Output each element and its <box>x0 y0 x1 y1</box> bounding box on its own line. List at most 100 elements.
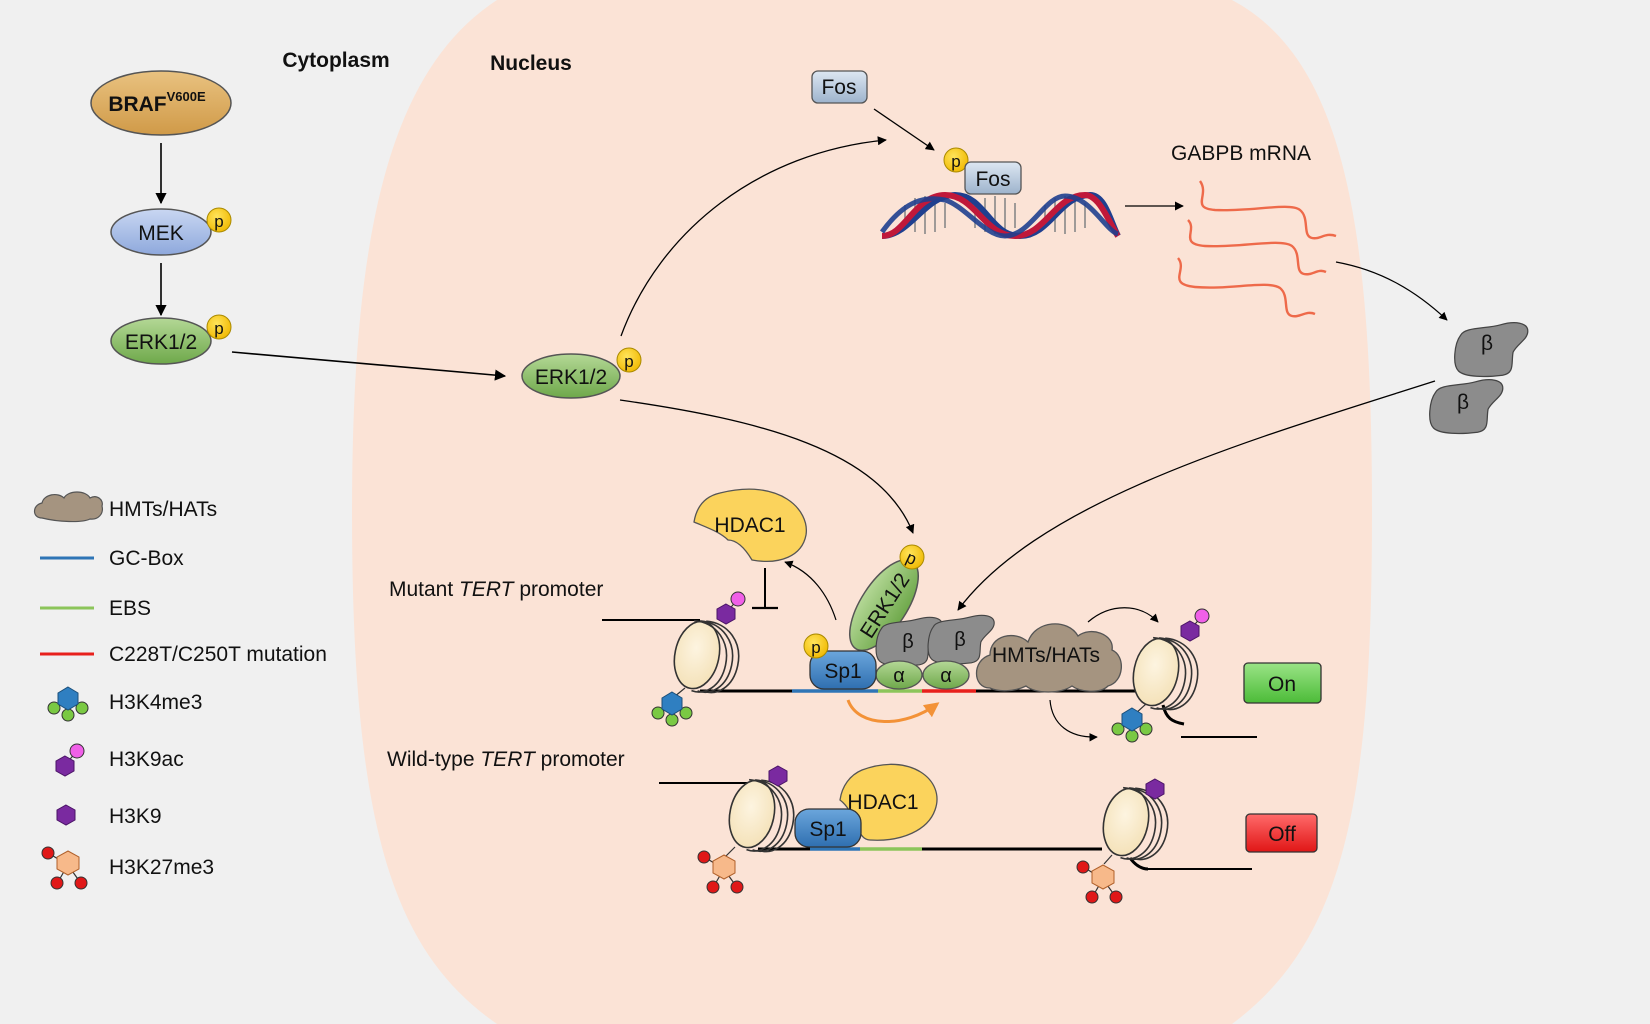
h3k27me3-mark-wildtype-left <box>697 846 744 894</box>
beta-bound-label-1: β <box>902 631 914 653</box>
h3k9-mark-wildtype-left <box>768 765 788 787</box>
legend-h3k27me3-icon <box>41 846 88 890</box>
status-off-badge: Off <box>1245 813 1318 853</box>
fos-bound-node: p Fos <box>943 147 1022 195</box>
legend-ebs-label: EBS <box>109 597 151 620</box>
hdac1-release-arrow <box>784 560 837 621</box>
sp1-phospho-badge: p <box>811 638 820 657</box>
hdac1-released-node: HDAC1 <box>693 488 807 562</box>
mek-node: MEK p <box>110 207 232 256</box>
erk-cytoplasm-phospho-badge: p <box>214 319 223 338</box>
hmts-hats-complex: HMTs/HATs <box>976 623 1122 693</box>
legend: HMTs/HATs GC-Box EBS C228T/C250T mutatio… <box>33 491 327 890</box>
legend-mutation-label: C228T/C250T mutation <box>109 643 327 666</box>
erk-cytoplasm-node: ERK1/2 p <box>110 314 232 365</box>
mutant-gene: TERT <box>459 578 516 601</box>
h3k4me3-mark-mutant-left <box>651 687 693 727</box>
histone-modification-arrow <box>1049 699 1098 742</box>
fos-free-node: Fos <box>811 70 868 104</box>
wildtype-promoter-label: Wild-type TERT promoter <box>387 748 625 771</box>
translation-arrow <box>1335 261 1448 321</box>
mek-label: MEK <box>138 222 184 245</box>
legend-h3k9ac-icon <box>55 743 85 777</box>
legend-item-ebs: EBS <box>40 597 151 620</box>
legend-h3k9ac-label: H3K9ac <box>109 748 184 771</box>
gabpa-subunit-1: α <box>875 660 923 690</box>
wildtype-prefix: Wild-type <box>387 748 480 771</box>
erk-nucleus-phospho-badge: p <box>624 352 633 371</box>
legend-h3k9-icon <box>56 804 76 826</box>
braf-mutation-superscript: V600E <box>167 89 206 104</box>
erk-nucleus-label: ERK1/2 <box>535 366 607 389</box>
h3k4me3-mark-mutant-right <box>1111 703 1153 743</box>
wildtype-suffix: promoter <box>535 748 625 771</box>
legend-h3k4me3-icon <box>47 686 89 722</box>
dna-helix <box>879 191 1121 240</box>
legend-h3k9-label: H3K9 <box>109 805 162 828</box>
legend-item-gc-box: GC-Box <box>40 547 184 570</box>
hdac1-bound-node: HDAC1 <box>839 763 938 841</box>
nucleus-compartment <box>352 0 1372 1024</box>
legend-item-h3k9ac: H3K9ac <box>55 743 184 777</box>
fos-free-label: Fos <box>821 76 856 99</box>
alpha-label-1: α <box>893 665 905 687</box>
beta-bound-label-2: β <box>954 629 966 651</box>
fos-bound-label: Fos <box>975 168 1010 191</box>
erk-cytoplasm-label: ERK1/2 <box>125 331 197 354</box>
h3k27me3-mark-wildtype-right <box>1076 854 1123 904</box>
legend-hmts-cloud-icon <box>33 491 103 523</box>
legend-item-h3k4me3: H3K4me3 <box>47 686 202 722</box>
beta-to-promoter-arrow <box>957 380 1436 611</box>
legend-hmts-hats-label: HMTs/HATs <box>109 498 217 521</box>
alpha-label-2: α <box>940 665 952 687</box>
mek-phospho-badge: p <box>214 212 223 231</box>
gabpb-bound-2: β <box>927 614 995 665</box>
hdac1-inhibition-bar <box>752 568 778 610</box>
gabpb-bound-1: β <box>875 616 943 667</box>
braf-label: BRAF <box>108 93 166 116</box>
mutant-suffix: promoter <box>514 578 604 601</box>
sp1-recruitment-arrow <box>846 699 940 723</box>
hdac1-released-label: HDAC1 <box>714 514 785 537</box>
braf-node: BRAFV600E <box>90 70 232 136</box>
svg-text:BRAFV600E: BRAFV600E <box>108 89 206 116</box>
mutant-promoter-label: Mutant TERT promoter <box>389 578 603 601</box>
gabpb-subunit-1: β <box>1454 322 1529 378</box>
fos-binding-arrow <box>873 108 935 151</box>
status-off-label: Off <box>1268 823 1296 846</box>
sp1-mutant-node: Sp1 p <box>803 633 877 690</box>
legend-item-h3k27me3: H3K27me3 <box>41 846 214 890</box>
hdac1-bound-label: HDAC1 <box>847 791 918 814</box>
wildtype-gene: TERT <box>480 748 537 771</box>
gabpb-subunit-2: β <box>1429 379 1504 435</box>
sp1-wildtype-label: Sp1 <box>809 818 846 841</box>
legend-h3k27me3-label: H3K27me3 <box>109 856 214 879</box>
beta-label-1: β <box>1481 332 1493 355</box>
legend-gc-box-label: GC-Box <box>109 547 184 570</box>
mutant-prefix: Mutant <box>389 578 459 601</box>
hmts-hats-label: HMTs/HATs <box>992 644 1100 667</box>
legend-item-mutation: C228T/C250T mutation <box>40 643 327 666</box>
cytoplasm-label: Cytoplasm <box>282 49 389 72</box>
gabpa-subunit-2: α <box>922 660 970 690</box>
status-on-label: On <box>1268 673 1296 696</box>
erk-translocation-arrow <box>231 351 507 381</box>
sp1-wildtype-node: Sp1 <box>794 808 862 848</box>
legend-item-hmts-hats: HMTs/HATs <box>33 491 217 523</box>
h3k9-mark-wildtype-right <box>1145 778 1165 800</box>
mrna-strands <box>1176 180 1337 318</box>
erk-nucleus-node: ERK1/2 p <box>521 347 642 399</box>
legend-h3k4me3-label: H3K4me3 <box>109 691 202 714</box>
beta-label-2: β <box>1457 391 1469 414</box>
nucleus-label: Nucleus <box>490 52 572 75</box>
fos-phospho-badge: p <box>951 152 960 171</box>
gabpb-mrna-label: GABPB mRNA <box>1171 142 1311 165</box>
legend-item-h3k9: H3K9 <box>56 804 162 828</box>
hmts-to-nucleosome-arrow <box>1087 607 1159 623</box>
status-on-badge: On <box>1243 662 1322 704</box>
wildtype-promoter-dna <box>659 782 1252 871</box>
erk-to-fos-arrow <box>620 136 887 337</box>
sp1-mutant-label: Sp1 <box>824 660 861 683</box>
erk-to-promoter-arrow <box>619 399 915 534</box>
